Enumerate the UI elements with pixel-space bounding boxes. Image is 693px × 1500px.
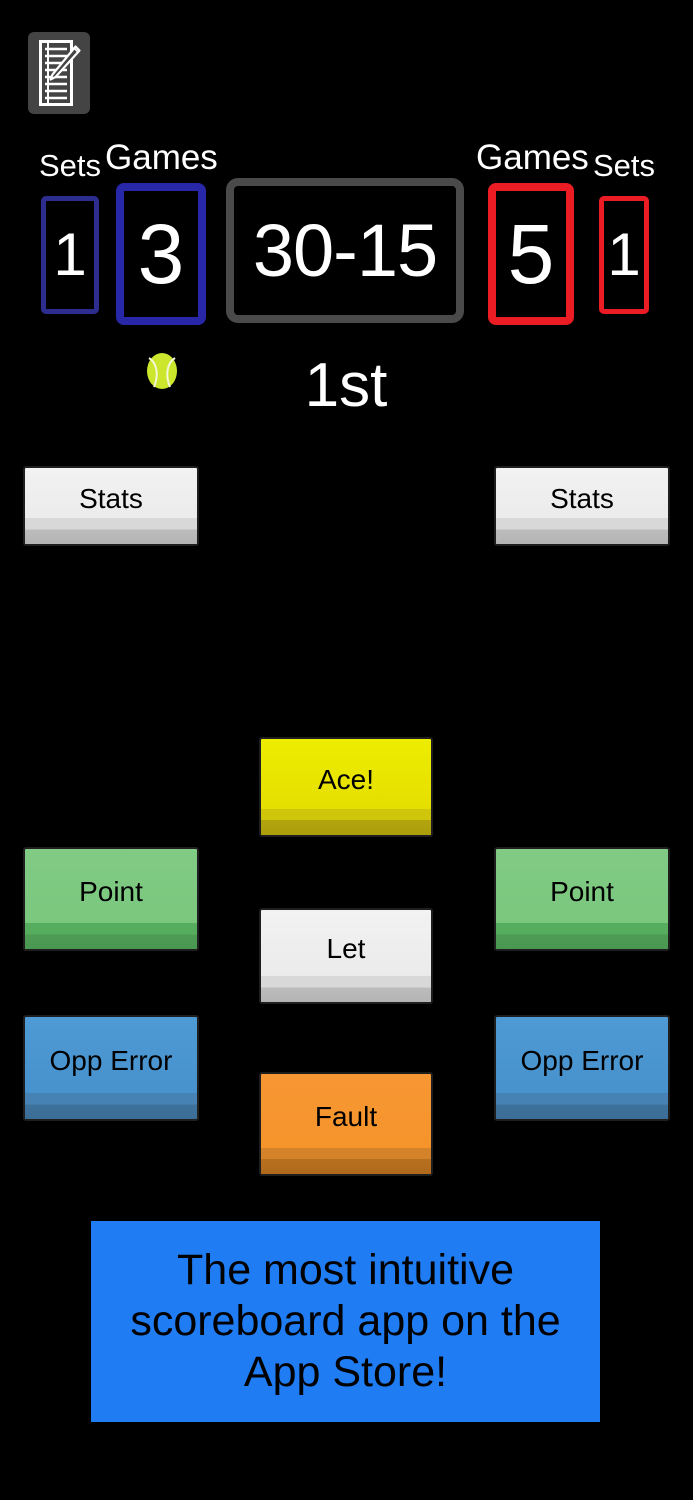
opp-error-left-label: Opp Error	[49, 1045, 173, 1076]
serve-indicator	[146, 352, 178, 390]
set-indicator: 1st	[304, 351, 388, 420]
opp-error-right-button[interactable]: Opp Error	[494, 1015, 670, 1121]
sets-left-label: Sets	[38, 148, 102, 183]
stats-right-label: Stats	[550, 483, 614, 514]
ace-label: Ace!	[317, 764, 375, 795]
promo-text: The most intuitive scoreboard app on the…	[130, 1246, 561, 1396]
tennis-ball-icon	[147, 353, 177, 389]
promo-banner[interactable]: The most intuitive scoreboard app on the…	[91, 1221, 600, 1422]
point-right-label: Point	[550, 876, 614, 907]
sets-left-value[interactable]: 1	[41, 196, 99, 314]
sets-right-value[interactable]: 1	[599, 196, 649, 314]
let-button[interactable]: Let	[259, 908, 433, 1004]
let-label: Let	[326, 933, 366, 964]
notes-icon[interactable]	[28, 32, 90, 114]
fault-label: Fault	[314, 1101, 378, 1132]
stats-left-button[interactable]: Stats	[23, 466, 199, 546]
point-score-value[interactable]: 30-15	[226, 178, 464, 323]
point-right-button[interactable]: Point	[494, 847, 670, 951]
games-right-value[interactable]: 5	[488, 183, 574, 325]
games-left-label: Games	[105, 138, 218, 177]
point-left-label: Point	[79, 876, 143, 907]
games-right-label: Games	[476, 138, 589, 177]
sets-right-label: Sets	[592, 148, 656, 183]
stats-right-button[interactable]: Stats	[494, 466, 670, 546]
ace-button[interactable]: Ace!	[259, 737, 433, 837]
games-left-value[interactable]: 3	[116, 183, 206, 325]
opp-error-right-label: Opp Error	[520, 1045, 644, 1076]
stats-left-label: Stats	[79, 483, 143, 514]
opp-error-left-button[interactable]: Opp Error	[23, 1015, 199, 1121]
point-left-button[interactable]: Point	[23, 847, 199, 951]
notepad-pencil-icon	[39, 40, 81, 106]
fault-button[interactable]: Fault	[259, 1072, 433, 1176]
